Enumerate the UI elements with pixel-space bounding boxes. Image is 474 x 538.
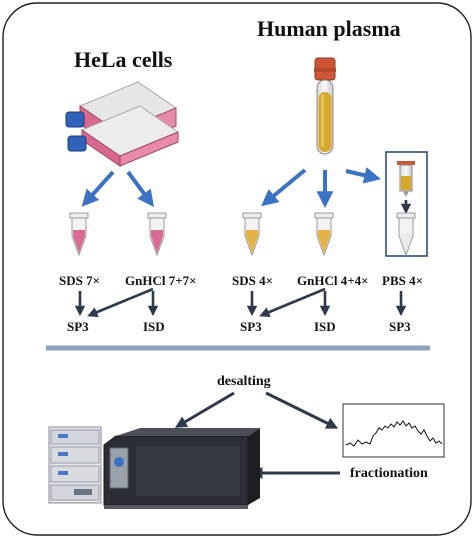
mass-spectrometer-icon <box>48 426 260 509</box>
tube-plasma-sds-icon <box>242 212 262 257</box>
label-hela-sds: SDS 7× <box>59 273 101 288</box>
label-plasma-sds: SDS 4× <box>232 273 274 288</box>
chromatogram-icon <box>342 403 445 458</box>
label-plasma-gnhcl: GnHCl 4+4× <box>297 273 369 288</box>
method-plasma-isd: ISD <box>314 319 336 334</box>
tube-plasma-pbs-icon <box>396 212 416 257</box>
split-arrows <box>81 167 381 209</box>
step-fractionation: fractionation <box>350 466 428 481</box>
hela-title: HeLa cells <box>74 47 173 72</box>
pbs-column-icon <box>397 161 415 197</box>
method-hela-isd: ISD <box>143 319 165 334</box>
tube-hela-sds-icon <box>69 212 89 257</box>
plasma-tube-icon <box>314 57 336 155</box>
label-plasma-pbs: PBS 4× <box>382 273 423 288</box>
label-hela-gnhcl: GnHCl 7+7× <box>125 273 197 288</box>
hela-flasks-icon <box>65 81 180 167</box>
method-pbs-sp3: SP3 <box>389 319 411 334</box>
pbs-box <box>385 151 428 257</box>
step-desalting: desalting <box>217 374 271 389</box>
tube-plasma-gnhcl-icon <box>314 212 334 257</box>
tube-hela-gnhcl-icon <box>147 212 167 257</box>
plasma-title: Human plasma <box>257 16 401 41</box>
method-hela-sp3: SP3 <box>67 319 89 334</box>
method-plasma-sp3: SP3 <box>240 319 262 334</box>
desalting-arrows <box>174 391 340 479</box>
method-arrows <box>74 287 407 318</box>
